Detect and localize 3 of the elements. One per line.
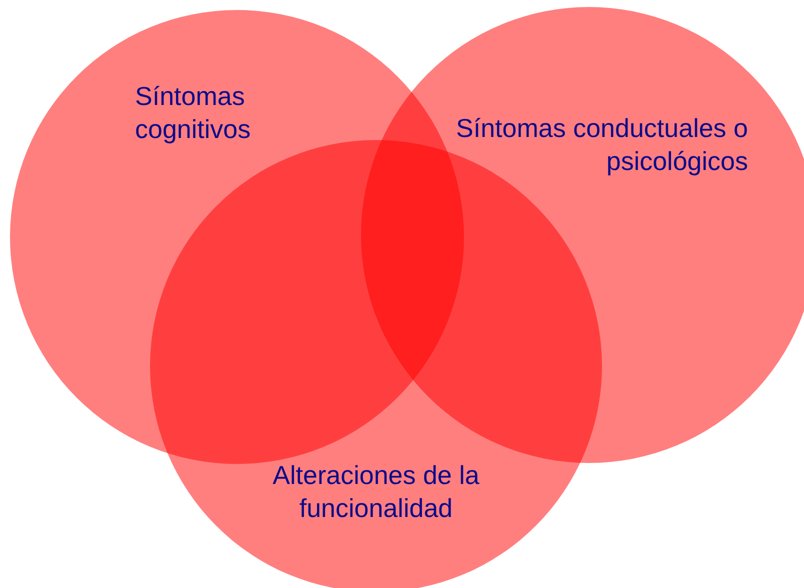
circle-label: Alteraciones de la funcionalidad (272, 459, 480, 525)
circle-label: Síntomas conductuales o psicológicos (455, 112, 748, 178)
circle-label: Síntomas cognitivos (135, 80, 252, 146)
